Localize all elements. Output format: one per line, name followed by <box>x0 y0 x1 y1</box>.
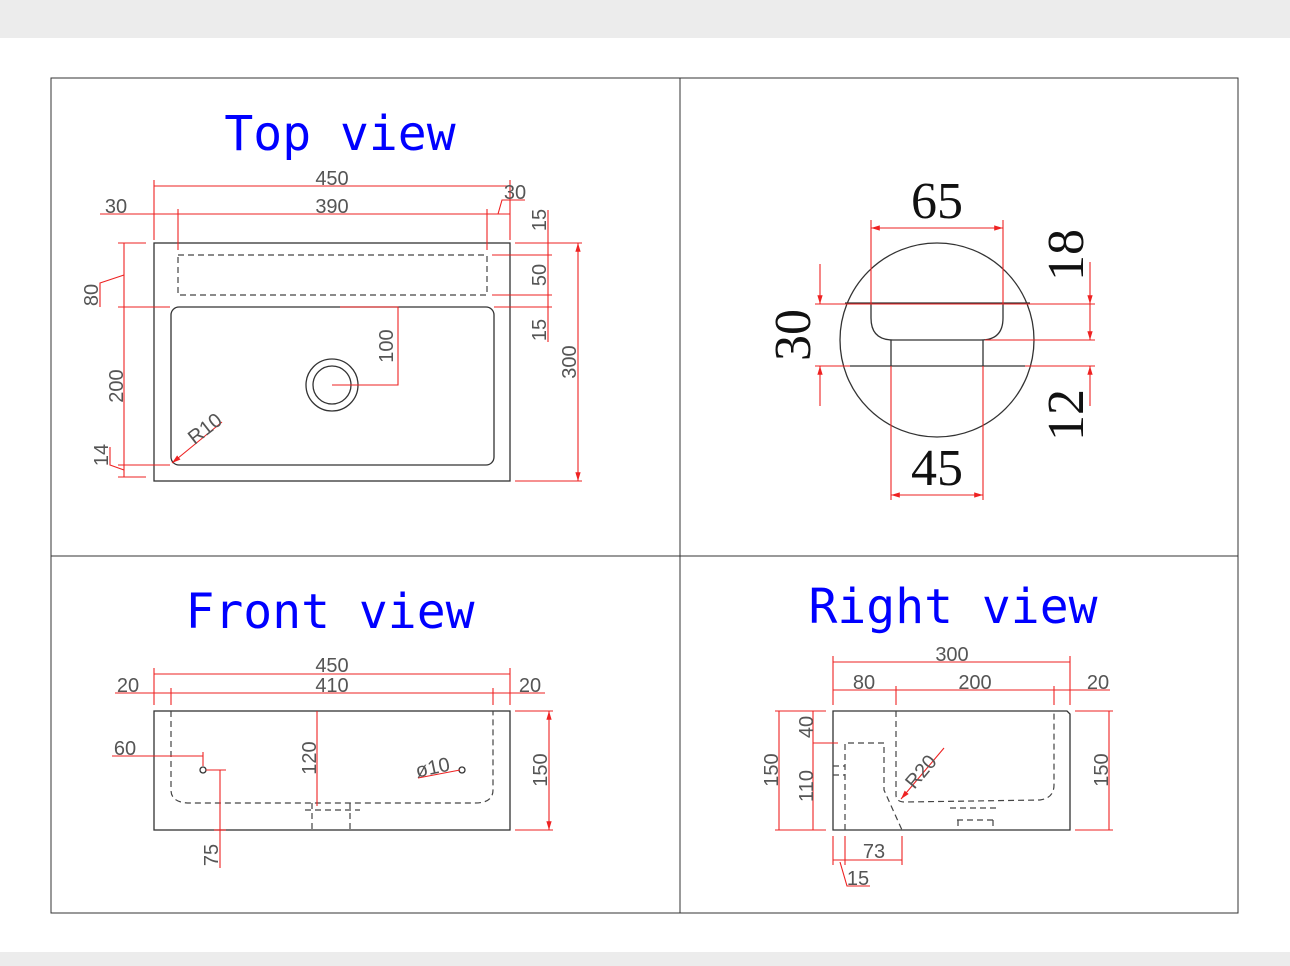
top-view: Top view 450 390 30 30 15 50 15 300 80 2… <box>81 106 582 482</box>
front-view-title: Front view <box>186 584 475 640</box>
dim-label: 15 <box>529 209 551 231</box>
dim-label: 65 <box>911 173 963 230</box>
frame <box>50 77 1239 914</box>
front-view: Front view 450 410 20 20 150 60 75 120 ø… <box>112 584 553 868</box>
dim-label: 200 <box>106 369 128 402</box>
dim-label: 150 <box>1091 753 1113 786</box>
right-view-title: Right view <box>809 579 1098 635</box>
dim-label: 20 <box>117 675 139 697</box>
dim-label: 75 <box>201 844 223 866</box>
dim-label: 60 <box>114 738 136 760</box>
dim-label: 12 <box>1038 389 1095 441</box>
dim-label: 15 <box>847 868 869 890</box>
drain-detail: 65 45 30 18 12 <box>765 173 1095 500</box>
dim-label: 15 <box>529 319 551 341</box>
dim-label: 100 <box>376 329 398 362</box>
dim-label: 73 <box>863 841 885 863</box>
top-view-title: Top view <box>224 106 455 162</box>
dim-label: 300 <box>559 345 581 378</box>
dim-label: 150 <box>530 753 552 786</box>
dim-label: 18 <box>1038 229 1095 281</box>
page <box>0 38 1290 952</box>
dim-label: 120 <box>299 741 321 774</box>
dim-label: 45 <box>911 440 963 497</box>
dim-label: 300 <box>935 644 968 666</box>
dim-label: 20 <box>519 675 541 697</box>
dim-label: 20 <box>1087 672 1109 694</box>
dim-label: 150 <box>761 753 783 786</box>
dim-label: 450 <box>315 655 348 677</box>
dim-label: 30 <box>105 196 127 218</box>
dim-label: 450 <box>315 168 348 190</box>
dim-label: 390 <box>315 196 348 218</box>
dim-label: 110 <box>796 770 818 802</box>
dim-label: 30 <box>504 182 526 204</box>
dim-label: 200 <box>958 672 991 694</box>
dim-label: 30 <box>765 309 822 361</box>
dim-label: 40 <box>796 716 818 738</box>
dim-label: 410 <box>315 675 348 697</box>
dim-label: 14 <box>91 444 113 466</box>
dim-label: 80 <box>81 284 103 306</box>
dim-label: 50 <box>529 264 551 286</box>
dim-label: 80 <box>853 672 875 694</box>
